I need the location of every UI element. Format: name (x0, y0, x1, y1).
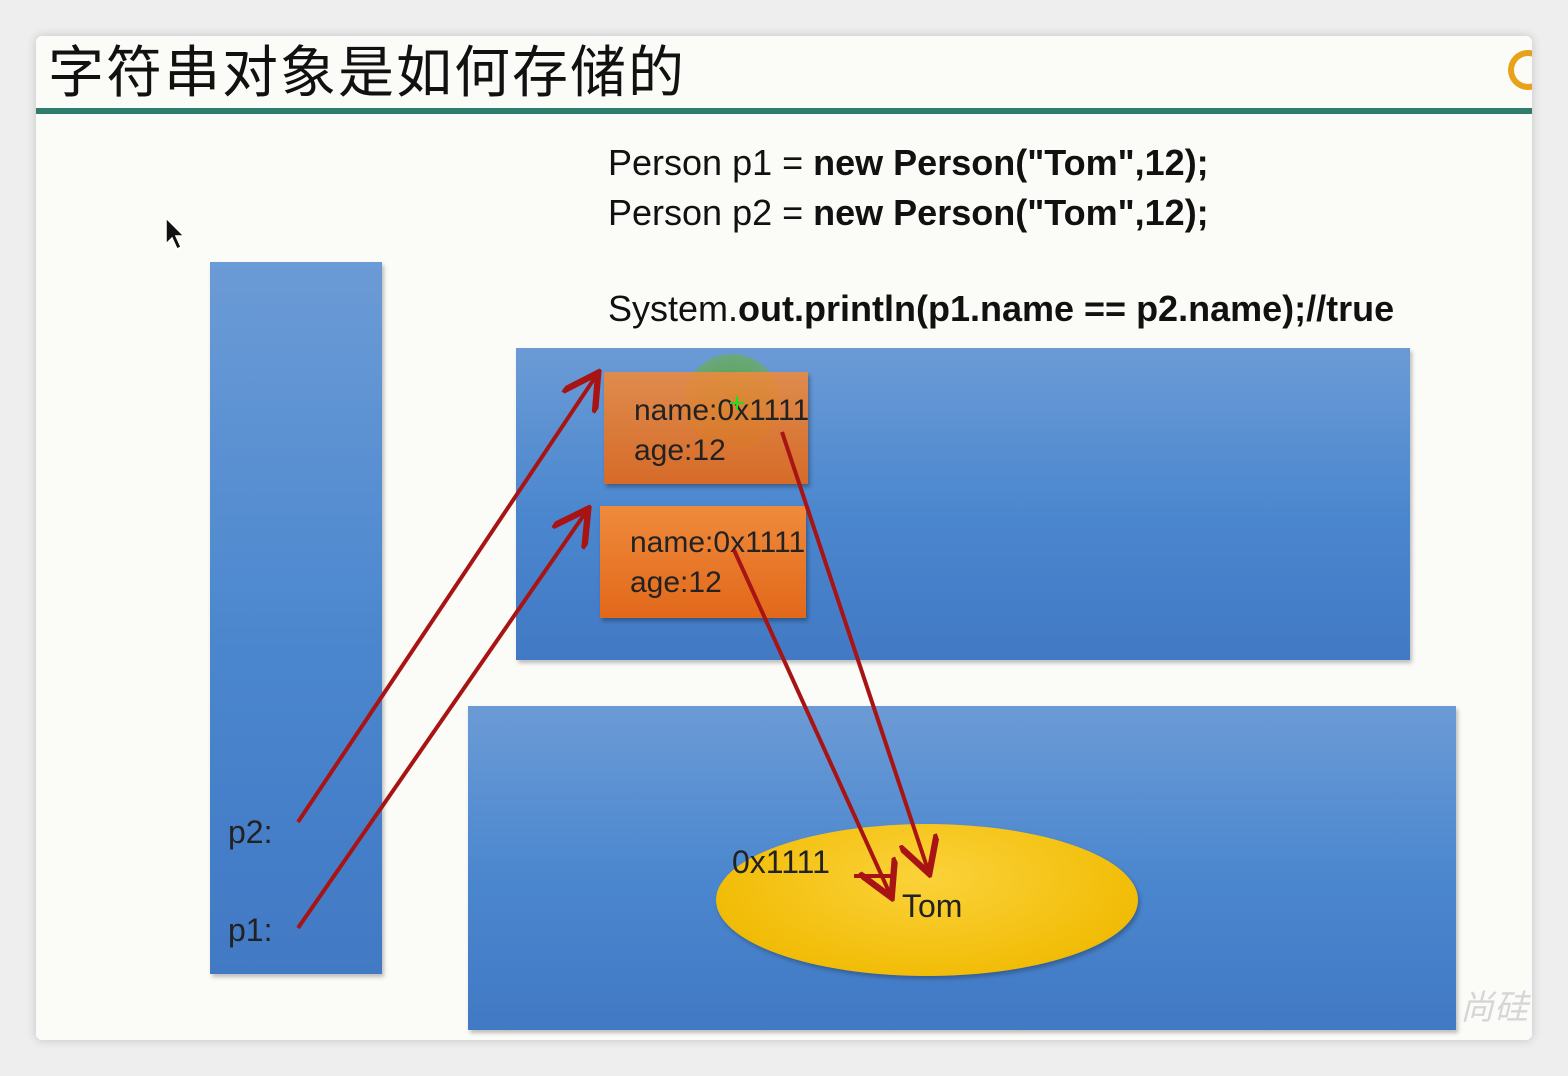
stack-var-p2: p2: (228, 814, 273, 850)
heap-object-2-name: name:0x1111 (630, 526, 806, 559)
code-line-1-bold: new Person("Tom",12); (813, 142, 1209, 183)
string-pool-value: Tom (902, 888, 963, 924)
slide-title: 字符串对象是如何存储的 (48, 41, 686, 106)
code-line-3-plain: System. (608, 288, 739, 329)
code-line-3: System.out.println(p1.name == p2.name);/… (608, 288, 1394, 330)
heap-object-2: name:0x1111 age:12 (600, 506, 806, 618)
code-line-3-bold: out.println(p1.name == p2.name);//true (738, 288, 1395, 329)
mouse-pointer-icon (165, 216, 186, 251)
title-divider (36, 108, 1532, 114)
string-pool-address: 0x1111 (732, 844, 830, 880)
heap-object-2-age: age:12 (630, 566, 722, 599)
logo-icon (1508, 50, 1532, 90)
stack-var-p1: p1: (228, 912, 273, 948)
code-line-2: Person p2 = new Person("Tom",12); (608, 192, 1209, 234)
slide: 字符串对象是如何存储的 Person p1 = new Person("Tom"… (36, 36, 1532, 1040)
code-line-1-plain: Person p1 = (608, 142, 814, 183)
heap-object-1-age: age:12 (634, 434, 726, 467)
crosshair-icon (730, 396, 744, 410)
heap-object-1-name: name:0x1111 (634, 394, 810, 427)
heap-object-1: name:0x1111 age:12 (604, 372, 810, 484)
code-line-2-bold: new Person("Tom",12); (813, 192, 1209, 233)
stack-panel: p2: p1: (210, 262, 382, 974)
code-line-2-plain: Person p2 = (608, 192, 814, 233)
watermark: 尚硅 (1460, 988, 1528, 1028)
code-line-1: Person p1 = new Person("Tom",12); (608, 142, 1209, 184)
